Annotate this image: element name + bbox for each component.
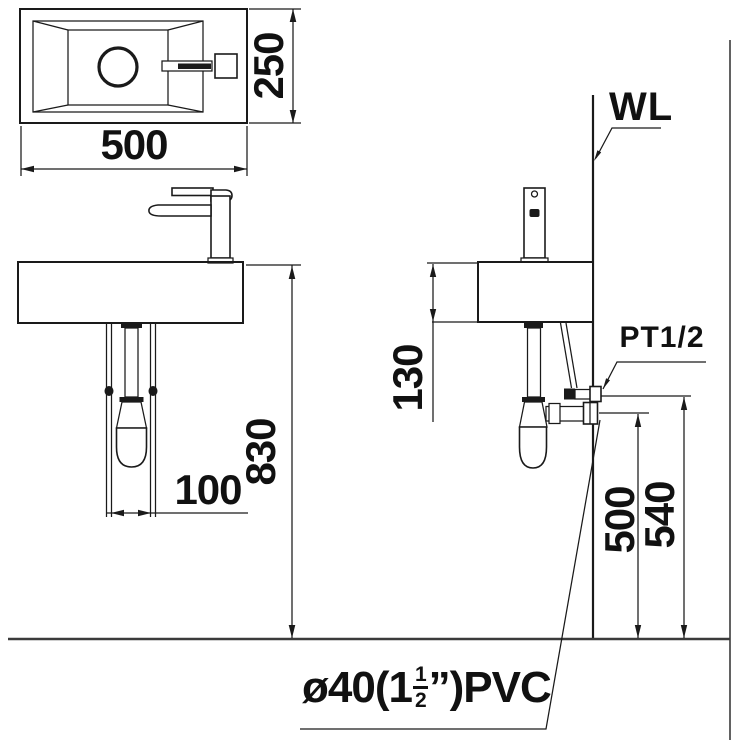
wall-line-leader [594, 127, 661, 161]
bottle-trap-front [115, 323, 148, 468]
dimension-supply-height-540 [601, 395, 691, 638]
dimension-front-height-830 [246, 264, 301, 638]
top-view-sink [19, 8, 248, 124]
front-view-sink [17, 187, 244, 517]
drain-pipe-leader [300, 419, 601, 730]
dimension-drain-height-500 [599, 412, 649, 638]
dim-label-trap-offset: 100 [174, 466, 242, 513]
dim-label-top-depth: 250 [245, 32, 292, 100]
supply-hoses-front [104, 323, 158, 517]
dim-label-apron-height: 130 [384, 344, 431, 412]
dimension-apron-130 [427, 262, 478, 422]
dim-label-top-width: 500 [100, 121, 168, 168]
side-view-sink [477, 187, 602, 469]
drain-hole [97, 46, 139, 88]
faucet-front-view [148, 187, 234, 264]
bottle-trap-side [518, 323, 599, 469]
supply-wall-connection [589, 385, 602, 403]
dim-label-supply-height: 540 [636, 481, 683, 549]
faucet-side-view [520, 187, 549, 264]
drain-pipe-label-suffix: ”)PVC [428, 663, 552, 712]
dimension-top-width-500 [20, 126, 248, 176]
drain-pipe-label-prefix: ø40(1 [302, 663, 413, 712]
supply-hose-side [559, 322, 602, 403]
dimension-trap-offset-100 [107, 509, 248, 517]
faucet-top-view [161, 53, 238, 79]
supply-thread-leader [602, 361, 706, 390]
dimension-top-depth-250 [249, 8, 301, 124]
wall-line-label: WL [609, 85, 674, 129]
supply-thread-label: PT1/2 [619, 321, 705, 354]
